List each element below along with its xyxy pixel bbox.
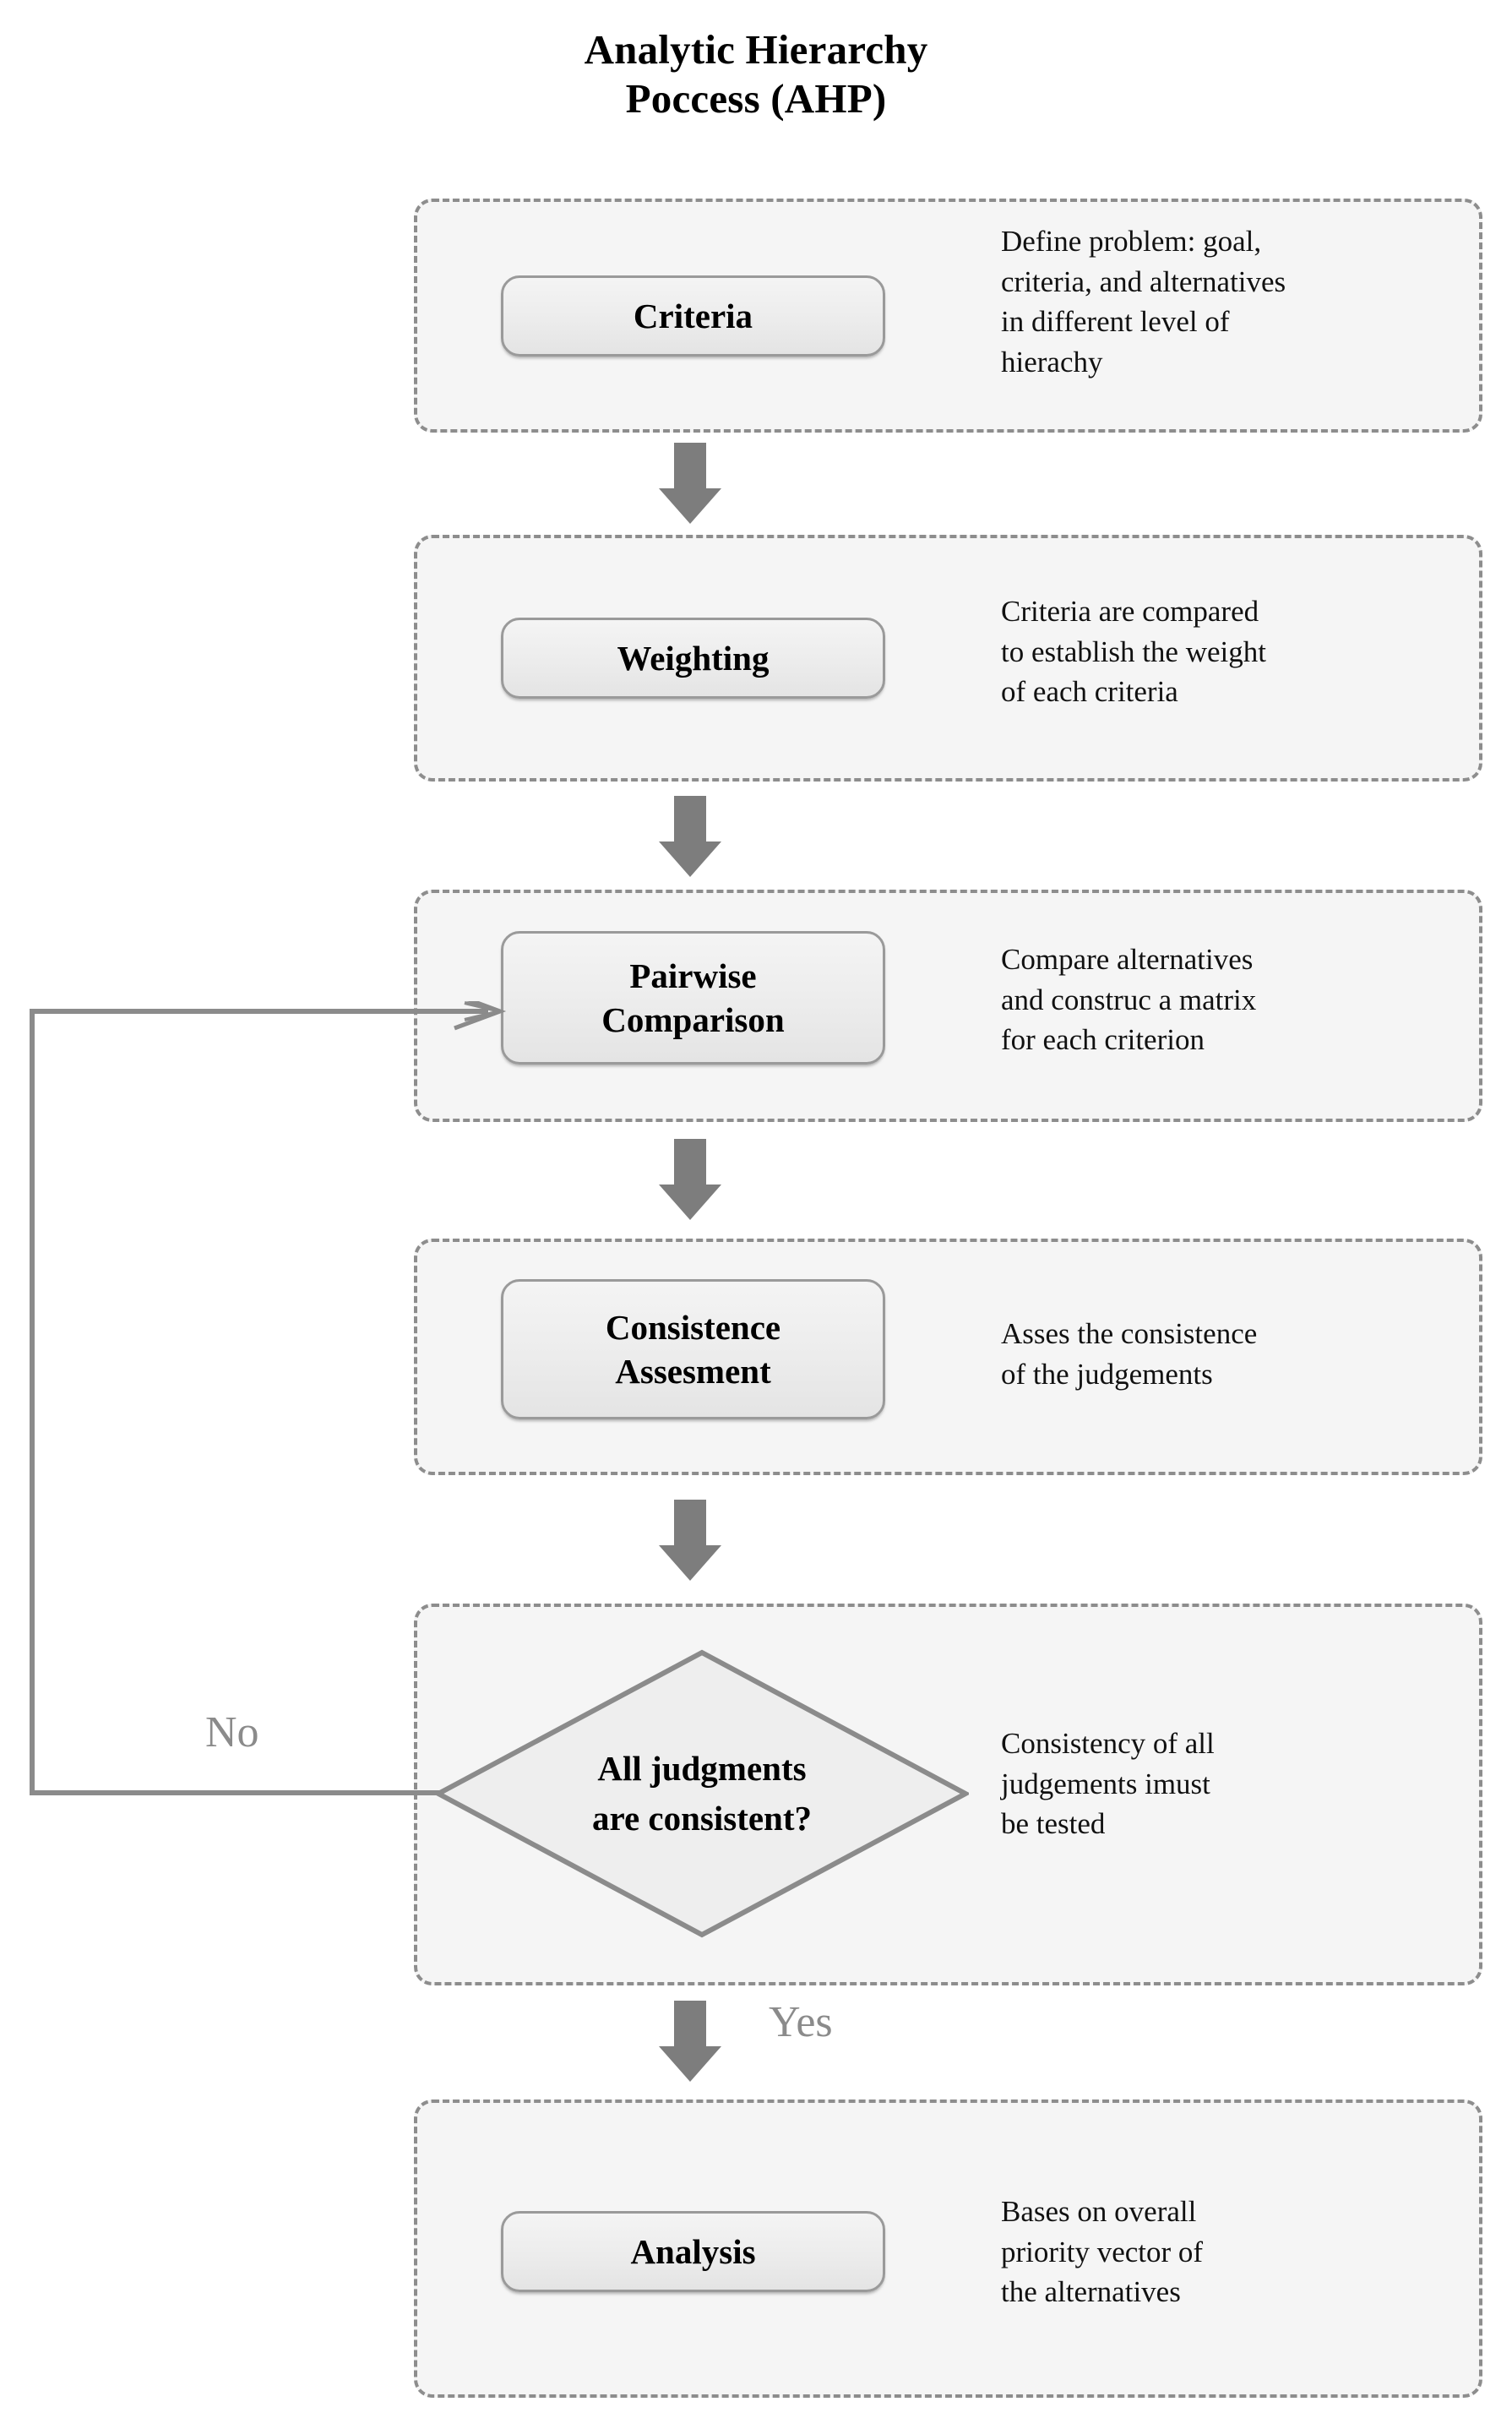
feedback-loop-no-path — [25, 1001, 515, 1804]
page-title-line-1: Analytic Hierarchy — [584, 26, 928, 73]
node-pairwise-comparison-label-line-2: Comparison — [601, 1000, 785, 1039]
arrow-head — [659, 841, 721, 877]
flow-arrow-weighting-to-pairwise — [657, 796, 723, 877]
arrow-shaft — [674, 1139, 706, 1186]
feedback-loop-line — [30, 1001, 507, 1795]
node-consistence-assesment[interactable]: Consistence Assesment — [501, 1279, 885, 1419]
arrow-shaft — [674, 1500, 706, 1547]
description-consistence-assesment: Asses the consistence of the judgements — [1001, 1317, 1258, 1391]
description-analysis: Bases on overall priority vector of the … — [1001, 2195, 1204, 2309]
page-title: Analytic Hierarchy Poccess (AHP) — [0, 25, 1512, 123]
node-pairwise-comparison-label-line-1: Pairwise — [629, 956, 757, 995]
arrow-head — [659, 2046, 721, 2082]
node-analysis-label: Analysis — [630, 2231, 756, 2271]
description-pairwise-comparison: Compare alternatives and construc a matr… — [1001, 943, 1257, 1057]
node-weighting-label: Weighting — [617, 638, 770, 678]
node-criteria[interactable]: Criteria — [501, 275, 885, 357]
branch-label-yes: Yes — [769, 1998, 833, 2046]
page-title-line-2: Poccess (AHP) — [625, 74, 887, 122]
flow-arrow-decision-to-analysis — [657, 2001, 723, 2082]
arrow-head — [659, 488, 721, 524]
node-consistence-assesment-label-line-2: Assesment — [615, 1352, 771, 1391]
branch-label-no: No — [205, 1708, 259, 1756]
diamond-shape — [435, 1649, 969, 1938]
node-criteria-label: Criteria — [633, 296, 753, 335]
node-consistence-assesment-label-line-1: Consistence — [605, 1307, 781, 1347]
arrow-shaft — [674, 2001, 706, 2048]
flow-arrow-criteria-to-weighting — [657, 443, 723, 524]
node-analysis[interactable]: Analysis — [501, 2211, 885, 2292]
arrow-head — [659, 1545, 721, 1581]
description-decision: Consistency of all judgements imust be t… — [1001, 1727, 1215, 1841]
description-weighting: Criteria are compared to establish the w… — [1001, 595, 1266, 709]
flow-arrow-consistence-to-decision — [657, 1500, 723, 1581]
node-weighting[interactable]: Weighting — [501, 618, 885, 699]
node-pairwise-comparison[interactable]: Pairwise Comparison — [501, 931, 885, 1065]
arrow-head — [659, 1185, 721, 1220]
flow-arrow-pairwise-to-consistence — [657, 1139, 723, 1220]
arrow-shaft — [674, 443, 706, 490]
description-criteria: Define problem: goal, criteria, and alte… — [1001, 225, 1286, 379]
arrow-shaft — [674, 796, 706, 843]
